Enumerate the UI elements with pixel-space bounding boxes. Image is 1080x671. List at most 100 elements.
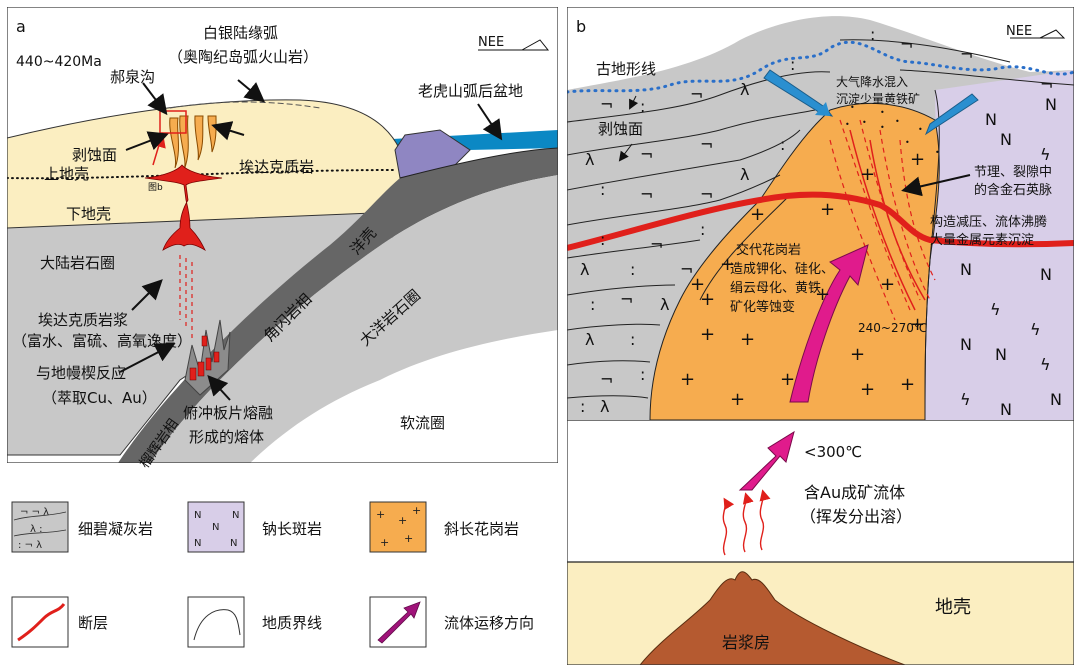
slab-melt-line2: 形成的熔体	[189, 428, 264, 446]
tuff-symbol: ¬	[700, 135, 713, 154]
meteoric-line1: 大气降水混入	[836, 74, 908, 89]
svg-text:+: +	[404, 532, 413, 545]
joints-line1: 节理、裂隙中	[974, 165, 1052, 180]
granite-cross: +	[850, 344, 865, 365]
svg-text:N: N	[194, 510, 201, 521]
mantle-react-line1: 与地幔楔反应	[36, 364, 126, 382]
continental-litho-label: 大陆岩石圈	[40, 254, 115, 272]
albitophyre-symbol: ϟ	[1040, 145, 1051, 164]
main-fault	[567, 191, 1074, 251]
svg-text:λ :: λ :	[30, 524, 42, 535]
granite-line3: 绢云母化、黄铁	[730, 280, 821, 296]
legend-item-plagiogranite: + + + + + 斜长花岗岩	[369, 501, 519, 553]
tuff-symbol: ¬	[960, 45, 973, 64]
svg-text:N: N	[230, 538, 237, 549]
adakite-magma-line2: （富水、富硫、高氧逸度）	[12, 332, 192, 350]
tuff-symbol: ¬	[640, 185, 653, 204]
tuff-symbol: :	[780, 135, 785, 154]
granite-dot: •	[862, 118, 867, 127]
tuff-symbol: :	[790, 55, 795, 74]
subducting-slab	[118, 148, 558, 463]
tuff-symbol: :	[580, 397, 585, 416]
asthenosphere-label: 软流圈	[400, 414, 445, 432]
granite-cross: +	[680, 369, 695, 390]
albitophyre-symbol: ϟ	[1030, 320, 1041, 339]
erosion-label-a: 剥蚀面	[72, 146, 117, 164]
lower-crust	[7, 188, 400, 228]
granite-cross: +	[750, 204, 765, 225]
tuff-symbol: λ	[740, 165, 749, 184]
legend-label-fault: 断层	[78, 614, 108, 632]
tuff-symbol: ¬	[900, 35, 913, 54]
panel-b	[567, 7, 1074, 665]
panel-a	[7, 7, 558, 463]
tuff-symbol: ¬	[700, 185, 713, 204]
granite-cross: +	[740, 329, 755, 350]
albitophyre-symbol: N	[1045, 95, 1057, 114]
granite-dot: •	[845, 120, 850, 129]
granite-line2: 造成钾化、硅化、	[730, 262, 834, 277]
granite-dot: •	[905, 138, 910, 147]
panel-a-letter: a	[16, 17, 26, 36]
granite-cross: +	[700, 324, 715, 345]
temp-label-1: 240~270℃	[858, 321, 927, 335]
tuff-symbol: ¬	[600, 95, 613, 114]
lower-crust-label: 下地壳	[66, 205, 111, 223]
granite-cross: +	[910, 149, 925, 170]
granite-cross: +	[690, 274, 705, 295]
fluid-line2: （挥发分出溶）	[800, 507, 912, 526]
granite-dot: •	[850, 103, 855, 112]
granite-cross: +	[900, 374, 915, 395]
slab-melt-line1: 俯冲板片熔融	[183, 404, 273, 422]
granite-dot: •	[880, 108, 885, 117]
granite-cross: +	[880, 274, 895, 295]
adakite-magma-line1: 埃达克质岩浆	[38, 311, 128, 329]
erosion-label-b: 剥蚀面	[598, 120, 643, 138]
albitophyre-symbol: N	[1050, 390, 1062, 409]
temp-label-2: <300℃	[804, 443, 862, 461]
boundary-line-icon	[193, 609, 241, 641]
tuff-symbol: :	[600, 180, 605, 199]
compass-b-label: NEE	[1006, 24, 1032, 39]
joints-line2: 的含金石英脉	[974, 182, 1052, 198]
fig-ref-label: 图b	[148, 182, 163, 193]
svg-text:+: +	[412, 504, 421, 517]
age-label: 440~420Ma	[16, 54, 102, 70]
magma-chamber	[639, 571, 906, 665]
albitophyre-symbol: N	[995, 345, 1007, 364]
granite-cross: +	[860, 164, 875, 185]
granite-cross: +	[720, 254, 735, 275]
svg-text:N: N	[232, 510, 239, 521]
tuff-symbol: λ	[600, 397, 609, 416]
tuff-boundaries	[567, 39, 1074, 399]
svg-text:¬ ¬ λ: ¬ ¬ λ	[20, 507, 49, 518]
legend-item-tuff: ¬ ¬ λ λ : : ¬ λ 细碧凝灰岩	[11, 501, 153, 553]
tuff-symbol: λ	[585, 330, 594, 349]
albitophyre-symbol: ϟ	[960, 390, 971, 409]
crust-label-b: 地壳	[935, 597, 971, 618]
albitophyre-symbol: ϟ	[990, 300, 1001, 319]
svg-text:N: N	[212, 522, 219, 533]
legend-item-albitophyre: N N N N N 钠长斑岩	[187, 501, 322, 553]
adakite-label: 埃达克质岩	[239, 158, 314, 176]
granite-cross: +	[730, 389, 745, 410]
granite-cross: +	[820, 199, 835, 220]
fluid-wavy-arrows	[722, 489, 771, 556]
legend-label-albitophyre: 钠长斑岩	[262, 520, 322, 538]
svg-text:: ¬ λ: : ¬ λ	[18, 540, 42, 551]
decompress-line2: 大量金属元素沉淀	[930, 232, 1034, 248]
hequangou-label: 郝泉沟	[110, 68, 155, 86]
albitophyre-symbol: N	[960, 335, 972, 354]
legend: ¬ ¬ λ λ : : ¬ λ 细碧凝灰岩 N N N N N 钠长斑岩 + +…	[11, 501, 534, 648]
arc-subtitle: （奥陶纪岛弧火山岩）	[168, 48, 318, 66]
albitophyre-symbol: N	[985, 110, 997, 129]
fluid-arrow-icon	[377, 601, 421, 644]
legend-item-fluid: 流体运移方向	[369, 596, 534, 648]
granite-cross: +	[860, 379, 875, 400]
tuff-symbol: :	[700, 220, 705, 239]
granite-dot: •	[880, 123, 885, 132]
legend-item-fault: 断层	[11, 596, 108, 648]
backarc-label: 老虎山弧后盆地	[418, 82, 523, 100]
svg-text:+: +	[376, 508, 385, 521]
